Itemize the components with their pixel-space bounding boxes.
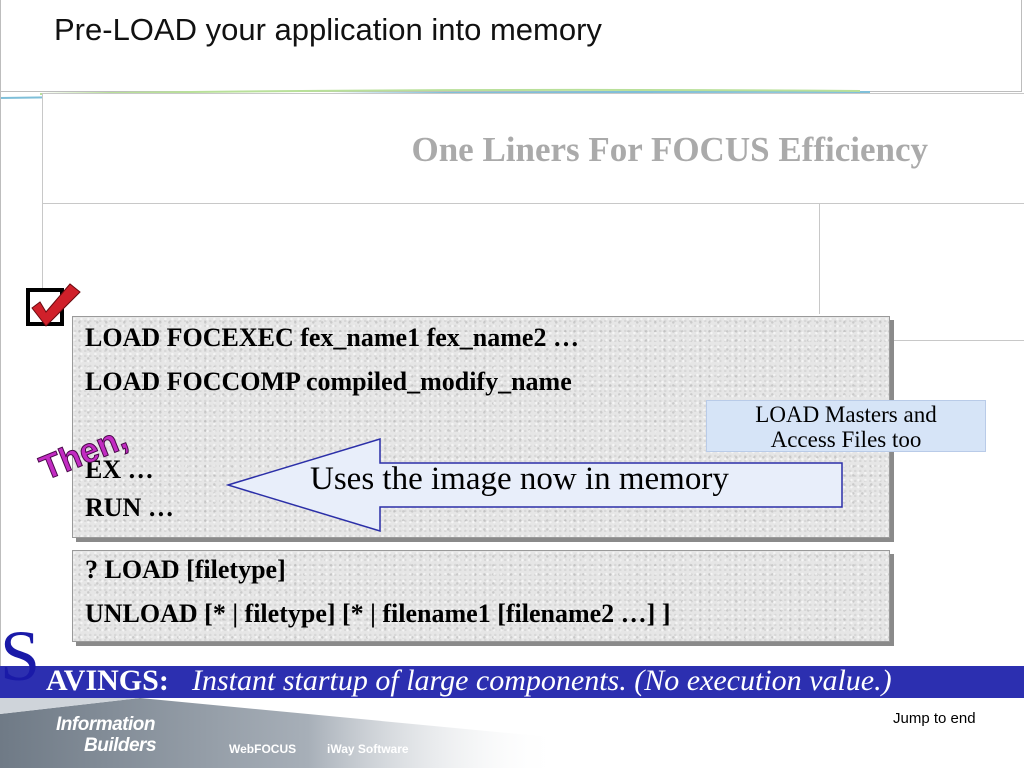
title-frame bbox=[0, 0, 1022, 92]
code-line-run: RUN … bbox=[85, 493, 174, 522]
code-line-load-foccomp: LOAD FOCCOMP compiled_modify_name bbox=[85, 367, 572, 396]
webfocus-label: WebFOCUS bbox=[229, 742, 297, 756]
savings-initial: S bbox=[0, 616, 41, 696]
iway-software-label: iWay Software bbox=[327, 742, 409, 756]
savings-text: Instant startup of large components. (No… bbox=[192, 664, 892, 697]
footer-band bbox=[0, 698, 560, 768]
jump-to-end-link[interactable]: Jump to end bbox=[893, 710, 976, 727]
note-line-1: LOAD Masters and bbox=[755, 402, 937, 427]
savings-bar bbox=[0, 666, 1024, 698]
then-wordart: Then, bbox=[34, 418, 132, 478]
code-line-ex: EX … bbox=[85, 455, 154, 484]
note-line-2: Access Files too bbox=[770, 427, 922, 452]
code-line-load-focexec: LOAD FOCEXEC fex_name1 fex_name2 … bbox=[85, 323, 579, 352]
information-builders-logo-line-2: Builders bbox=[84, 735, 157, 756]
subtitle-panel bbox=[42, 93, 1024, 204]
checkmark-checkbox-icon bbox=[26, 283, 81, 327]
savings-label: AVINGS: bbox=[46, 664, 169, 697]
then-label: Then, bbox=[35, 419, 132, 478]
slide-subtitle: One Liners For FOCUS Efficiency bbox=[411, 130, 928, 169]
left-arrow-callout-icon bbox=[226, 438, 843, 532]
command-panel: ? LOAD [filetype] UNLOAD [* | filetype] … bbox=[72, 550, 890, 642]
left-frame-line bbox=[0, 92, 1, 672]
command-line-unload: UNLOAD [* | filetype] [* | filename1 [fi… bbox=[85, 599, 671, 628]
right-frame-line bbox=[820, 340, 1024, 341]
slide-title: Pre-LOAD your application into memory bbox=[54, 12, 602, 47]
information-builders-logo-line-1: Information bbox=[56, 714, 156, 735]
arrow-callout-text: Uses the image now in memory bbox=[310, 461, 729, 497]
note-callout: LOAD Masters and Access Files too bbox=[706, 400, 986, 452]
command-line-query-load: ? LOAD [filetype] bbox=[85, 555, 286, 584]
content-frame bbox=[42, 204, 820, 314]
